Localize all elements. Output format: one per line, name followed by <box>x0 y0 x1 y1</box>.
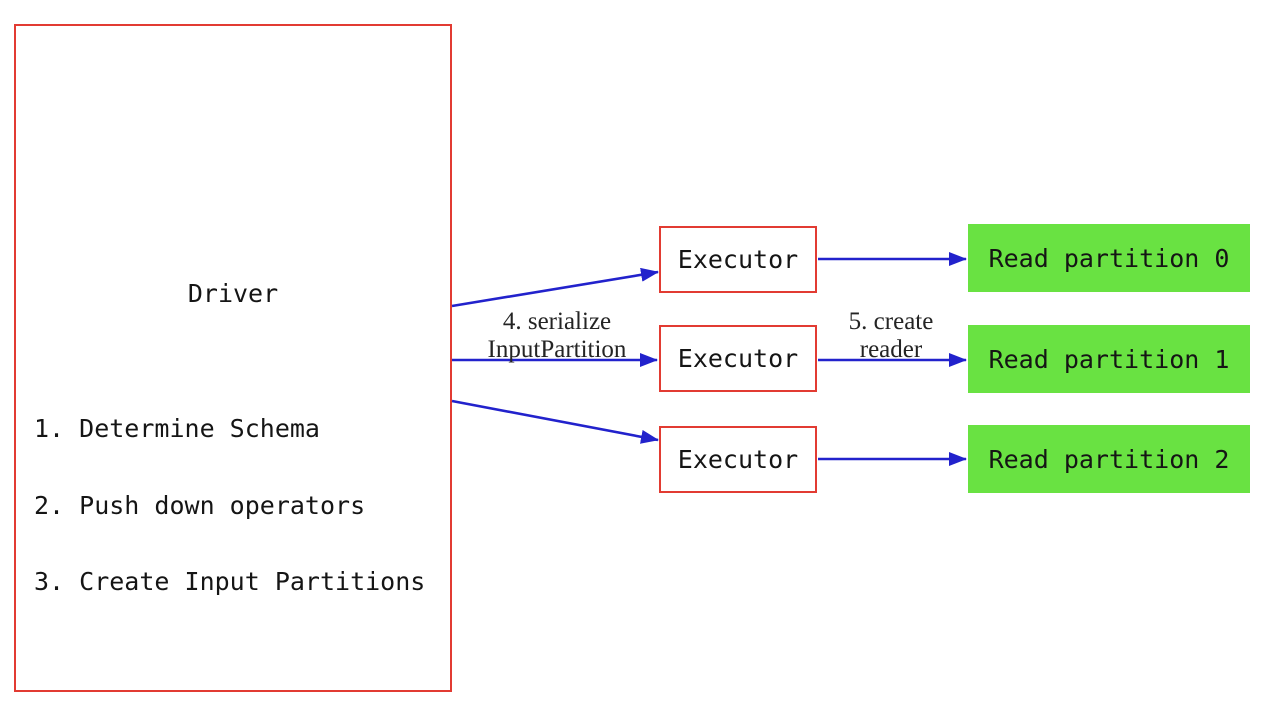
driver-step-1: 1. Determine Schema <box>34 414 320 443</box>
edge-label-serialize: 4. serialize InputPartition <box>447 308 667 364</box>
driver-step-2: 2. Push down operators <box>34 490 366 520</box>
partition-label-0: Read partition 0 <box>988 243 1230 273</box>
edge-label-create-reader-line2: reader <box>859 336 923 363</box>
executor-label-0: Executor <box>677 245 799 274</box>
partition-label-2: Read partition 2 <box>988 444 1230 474</box>
edge-label-create-reader: 5. create reader <box>821 308 961 364</box>
edge-label-serialize-line2: InputPartition <box>487 336 627 363</box>
driver-title: Driver <box>187 279 279 308</box>
edge-label-create-reader-line1: 5. create <box>848 308 934 335</box>
edge-driver-executor-2 <box>451 399 659 444</box>
executor-label-2: Executor <box>677 445 799 474</box>
executor-box-0: Executor <box>659 226 817 293</box>
executor-label-1: Executor <box>677 344 799 373</box>
edge-driver-executor-0 <box>451 267 659 308</box>
driver-steps: 1. Determine Schema 2. Push down operato… <box>34 365 425 646</box>
driver-box: Driver 1. Determine Schema 2. Push down … <box>14 24 452 692</box>
edge-label-serialize-line1: 4. serialize <box>502 308 612 335</box>
partition-label-1: Read partition 1 <box>988 344 1230 374</box>
driver-step-3: 3. Create Input Partitions <box>34 567 426 596</box>
partition-box-1: Read partition 1 <box>968 325 1250 393</box>
executor-box-1: Executor <box>659 325 817 392</box>
partition-box-0: Read partition 0 <box>968 224 1250 292</box>
partition-box-2: Read partition 2 <box>968 425 1250 493</box>
executor-box-2: Executor <box>659 426 817 493</box>
